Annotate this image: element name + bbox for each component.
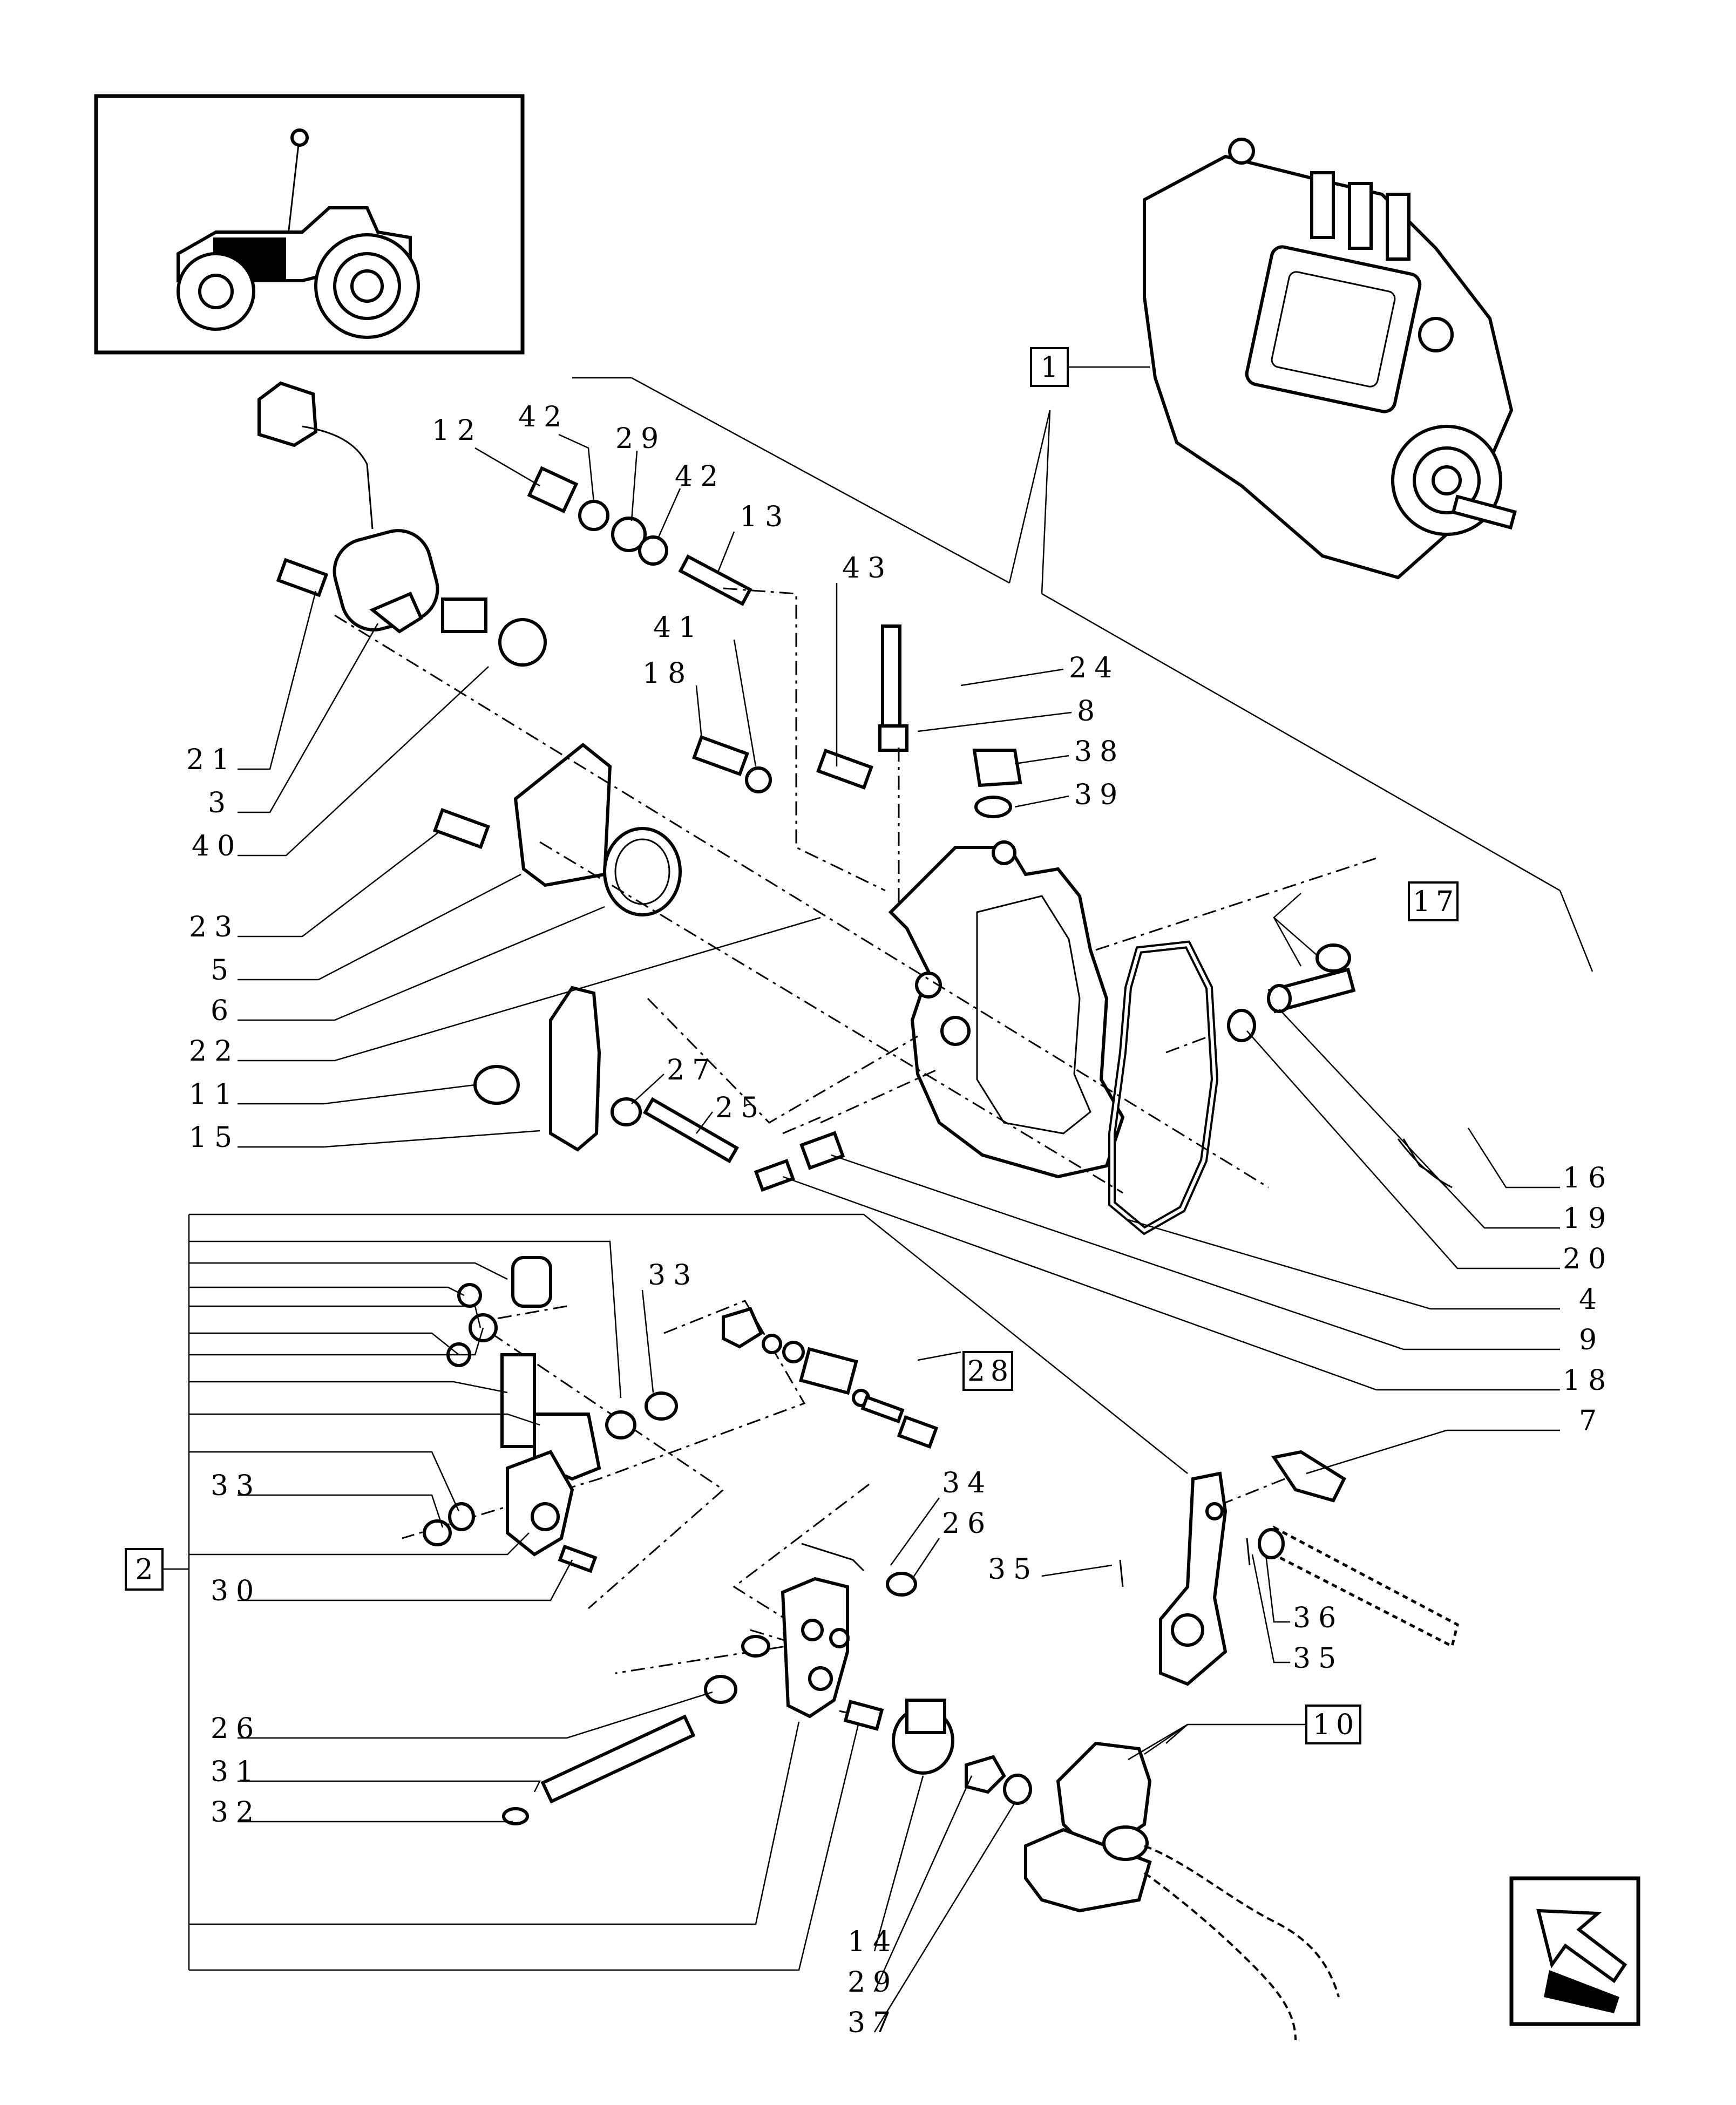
part-label-42: 42	[675, 460, 725, 493]
ref-box-2[interactable]: 2	[125, 1548, 164, 1591]
part-label-9: 9	[1579, 1324, 1604, 1356]
ref-box-28[interactable]: 28	[962, 1351, 1014, 1391]
ref-box-frame	[1305, 1705, 1361, 1744]
part-label-5: 5	[211, 954, 236, 987]
part-label-27: 27	[667, 1054, 717, 1087]
part-label-18: 18	[642, 657, 693, 690]
ref-box-label: 17	[1413, 886, 1459, 918]
part-label-18: 18	[1563, 1364, 1613, 1397]
part-label-35: 35	[988, 1553, 1039, 1586]
part-label-33: 33	[648, 1259, 699, 1292]
control-lever	[502, 1543, 1032, 1825]
ref-box-10[interactable]: 10	[1305, 1705, 1361, 1744]
part-label-24: 24	[1069, 652, 1120, 684]
part-label-26: 26	[942, 1508, 993, 1540]
part-label-19: 19	[1563, 1203, 1613, 1235]
callout-bracket-2	[162, 1213, 1188, 1971]
part-label-40: 40	[192, 830, 242, 863]
part-label-4: 4	[1579, 1284, 1604, 1316]
ref-box-17[interactable]: 17	[1408, 881, 1459, 921]
part-label-20: 20	[1563, 1243, 1613, 1275]
part-label-29: 29	[615, 423, 666, 455]
part-label-22: 22	[189, 1035, 240, 1068]
part-label-8: 8	[1077, 695, 1102, 728]
part-label-14: 14	[847, 1926, 898, 1958]
part-label-38: 38	[1074, 736, 1125, 768]
ref-box-frame	[962, 1351, 1013, 1391]
part-label-23: 23	[189, 911, 240, 943]
leader-lines	[238, 433, 1560, 2033]
part-label-33: 33	[211, 1470, 261, 1502]
part-label-30: 30	[211, 1575, 261, 1607]
part-label-26: 26	[211, 1713, 261, 1745]
ref-box-1[interactable]: 1	[1030, 347, 1069, 387]
part-label-6: 6	[211, 995, 236, 1027]
tractor-icon	[177, 128, 420, 339]
gasket	[1108, 940, 1219, 1235]
ref-box-label: 1	[1040, 351, 1063, 384]
assembly-axes	[334, 587, 1377, 1717]
part-label-43: 43	[842, 552, 893, 585]
part-label-25: 25	[715, 1092, 766, 1124]
part-label-15: 15	[189, 1122, 240, 1154]
ref-box-frame	[1030, 347, 1069, 387]
ref-box-label: 10	[1313, 1709, 1359, 1741]
part-label-32: 32	[211, 1796, 261, 1829]
small-parts	[433, 466, 1022, 850]
locator-thumbnail	[94, 94, 525, 355]
part-label-12: 12	[432, 415, 483, 447]
back-arrow-icon[interactable]	[1509, 1876, 1640, 2026]
part-label-29: 29	[847, 1966, 898, 1999]
part-label-35: 35	[1293, 1642, 1344, 1675]
part-number-labels: 12 42 29 42 13 43 41 18 24 8 38 39 21 3 40 23 5 6 22 11 15 27…	[186, 401, 1613, 2039]
stop-solenoid	[257, 381, 547, 667]
throttle-lever	[1119, 1450, 1459, 1686]
part-label-41: 41	[653, 612, 704, 644]
part-label-39: 39	[1074, 779, 1125, 811]
shaft-parts	[1227, 943, 1453, 1189]
part-label-36: 36	[1293, 1602, 1344, 1634]
injection-pump-overview	[1143, 138, 1517, 580]
ref-box-label: 28	[967, 1355, 1014, 1388]
governor-linkage	[423, 1256, 678, 1573]
stop-lever-bracket	[473, 986, 845, 1192]
governor-housing	[888, 840, 1125, 1179]
part-label-7: 7	[1579, 1405, 1604, 1437]
ref-box-frame	[125, 1548, 164, 1591]
ref-box-frame	[1408, 881, 1459, 921]
part-label-16: 16	[1563, 1162, 1613, 1194]
ref-box-label: 2	[135, 1554, 158, 1586]
part-label-34: 34	[942, 1467, 993, 1499]
part-label-42: 42	[518, 401, 569, 433]
cover-plate	[513, 743, 682, 916]
boxed-reference-labels: 1 17 28 2 10	[125, 347, 1459, 1744]
part-label-31: 31	[211, 1756, 261, 1788]
frame-leaders	[572, 366, 1593, 972]
idle-screw-assembly	[722, 1307, 939, 1449]
part-label-11: 11	[189, 1078, 240, 1111]
part-label-13: 13	[740, 501, 790, 533]
part-label-37: 37	[847, 2007, 898, 2039]
part-label-3: 3	[208, 787, 233, 819]
part-label-21: 21	[186, 744, 237, 776]
governor-weights	[1024, 1741, 1340, 2041]
